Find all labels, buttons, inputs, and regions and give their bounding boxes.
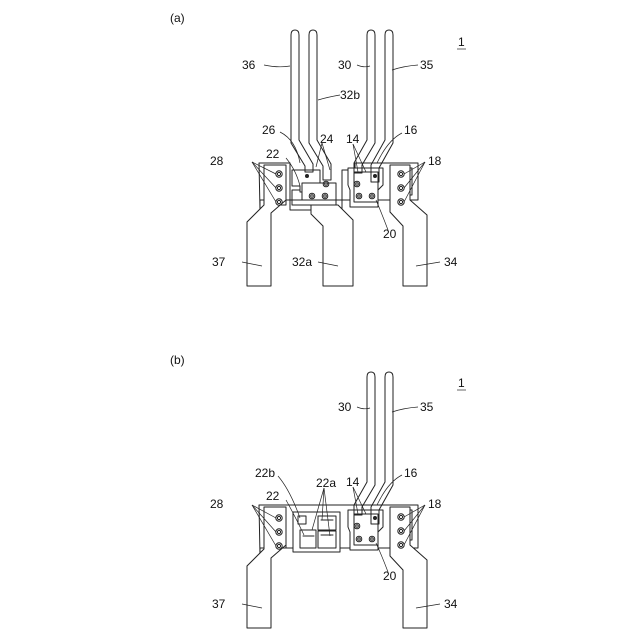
panel-a-lead-37 [247, 165, 286, 286]
panel-b-label-22: 22 [266, 489, 280, 503]
panel-a-label-24: 24 [320, 132, 334, 146]
panel-b-label-37: 37 [212, 597, 226, 611]
panel-a-lead-34 [390, 165, 427, 286]
panel-a-label-20: 20 [383, 227, 397, 241]
panel-b-label-16: 16 [404, 466, 418, 480]
panel-a-long-lead-32b [309, 30, 331, 180]
panel-b-label-18: 18 [428, 497, 442, 511]
panel-b-label-34: 34 [444, 597, 458, 611]
panel-b-label-20: 20 [383, 569, 397, 583]
panel-a-label-32b: 32b [340, 88, 360, 102]
panel-a-label-36: 36 [242, 58, 256, 72]
panel-a-label-34: 34 [444, 255, 458, 269]
panel-a-pad-24 [302, 183, 336, 200]
panel-b-label-35: 35 [420, 400, 434, 414]
panel-a-long-lead-36 [291, 30, 313, 172]
panel-b-label-14: 14 [346, 475, 360, 489]
panel-a-long-lead-35 [371, 30, 393, 182]
panel-b-long-lead-30 [354, 372, 375, 515]
panel-a-ref-mark: 1 [458, 35, 465, 49]
panel-a-label-37: 37 [212, 255, 226, 269]
panel-b-label-22a: 22a [316, 476, 336, 490]
panel-a: (a) 1 [170, 11, 466, 286]
panel-b-long-lead-35 [371, 372, 393, 524]
panel-b: (b) 1 [170, 353, 466, 628]
panel-a-label-18: 18 [428, 154, 442, 168]
panel-a-label-26: 26 [262, 123, 276, 137]
panel-b-label-22b: 22b [255, 466, 275, 480]
panel-b-ref-mark: 1 [458, 376, 465, 390]
panel-a-label-35: 35 [420, 58, 434, 72]
panel-a-label: (a) [170, 11, 185, 25]
panel-a-label-14: 14 [346, 132, 360, 146]
panel-a-lead-32a [311, 205, 353, 286]
panel-b-lead-37 [247, 507, 286, 628]
panel-a-label-22: 22 [266, 147, 280, 161]
panel-b-label-28: 28 [210, 497, 224, 511]
panel-b-label-30: 30 [338, 400, 352, 414]
panel-b-label: (b) [170, 353, 185, 367]
panel-a-label-16: 16 [404, 123, 418, 137]
panel-a-label-30: 30 [338, 58, 352, 72]
panel-a-label-28: 28 [210, 154, 224, 168]
panel-a-label-32a: 32a [292, 255, 312, 269]
